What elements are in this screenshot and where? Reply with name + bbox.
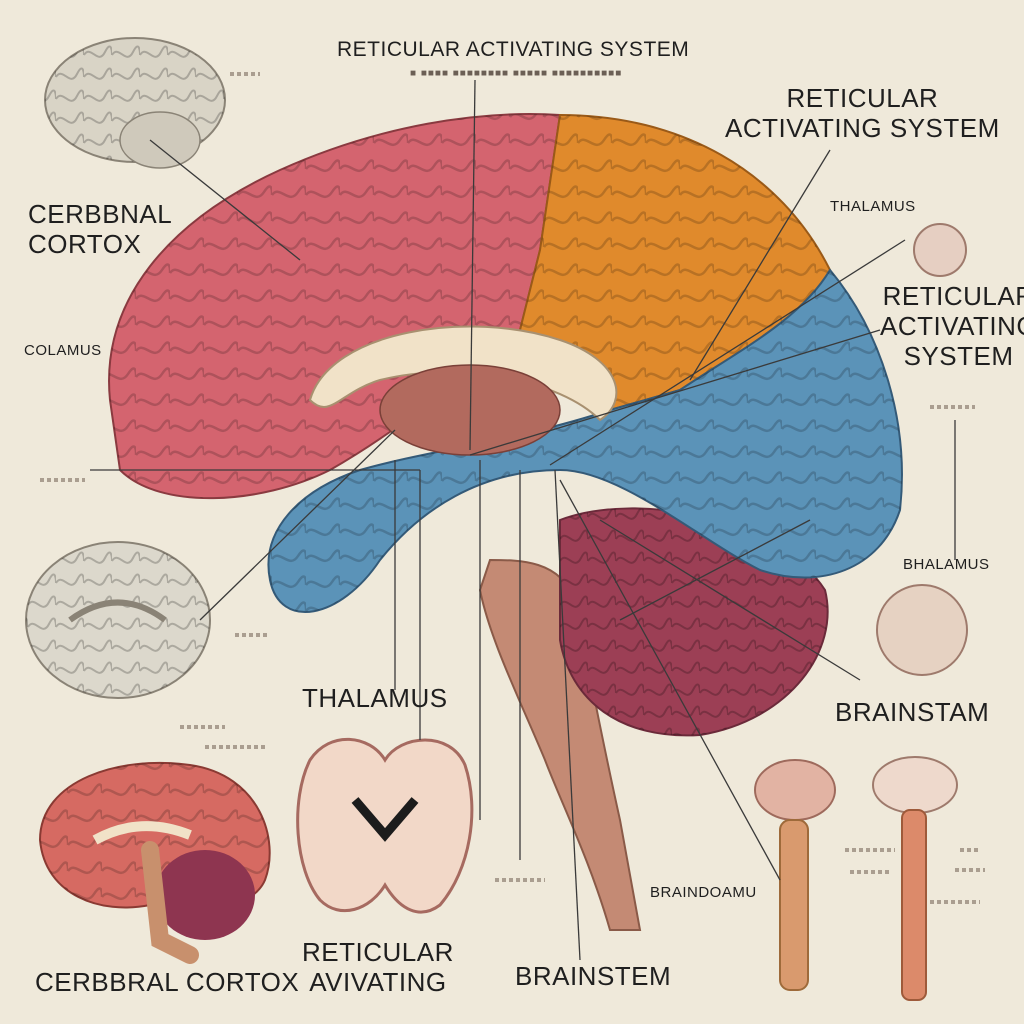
decorative-text-bar bbox=[955, 868, 985, 872]
label-thalamus-bottom: THALAMUS bbox=[302, 683, 448, 713]
decorative-text-bar bbox=[40, 478, 85, 482]
decorative-text-bar bbox=[495, 878, 545, 882]
decorative-text-bar bbox=[930, 900, 980, 904]
label-cerebral-cortex-bottom: CERBBRAL CORTOX bbox=[35, 967, 300, 997]
label-brainstem-small: BRAINDOAMU bbox=[650, 884, 757, 901]
decorative-text-bar bbox=[230, 72, 260, 76]
label-thalamus-right: THALAMUS bbox=[830, 198, 916, 215]
decorative-text-bar bbox=[850, 870, 890, 874]
decorative-text-bar bbox=[235, 633, 270, 637]
thumbnail-brain-mid-left bbox=[25, 541, 211, 699]
decorative-text-bar bbox=[205, 745, 265, 749]
main-brain bbox=[108, 113, 903, 931]
decorative-text-bar bbox=[960, 848, 980, 852]
decorative-text-bar bbox=[930, 405, 975, 409]
label-ras-right-1: RETICULAR ACTIVATING SYSTEM bbox=[725, 83, 1000, 143]
thumbnail-spinal-cord-right bbox=[872, 756, 958, 1001]
thumbnail-brain-bottom-left bbox=[38, 761, 271, 964]
label-top-subtitle: ■ ■■■■ ■■■■■■■■ ■■■■■ ■■■■■■■■■■ bbox=[410, 68, 623, 79]
leader-lines bbox=[90, 79, 956, 961]
label-ras-right-2: RETICULAR ACTIVATING SYSTEM bbox=[880, 281, 1024, 371]
label-ras-bottom: RETICULAR AVIVATING bbox=[302, 937, 454, 997]
label-brainstam-right: BRAINSTAM bbox=[835, 697, 990, 727]
decorative-text-bar bbox=[180, 725, 225, 729]
label-brainstem-bottom: BRAINSTEM bbox=[515, 961, 672, 991]
thumbnail-thalamus bbox=[913, 223, 967, 277]
corpus-callosum bbox=[308, 325, 618, 422]
thumbnail-brain-top-left bbox=[44, 37, 226, 169]
thumbnail-coronal-slice bbox=[296, 737, 474, 914]
label-bhalamus-right: BHALAMUS bbox=[903, 556, 990, 573]
label-colamus-left: COLAMUS bbox=[24, 342, 102, 359]
label-cerebral-cortex-left: CERBBNAL CORTOX bbox=[28, 199, 173, 259]
label-top-title: RETICULAR ACTIVATING SYSTEM bbox=[337, 38, 690, 61]
thumbnail-bhalamus bbox=[876, 584, 968, 676]
thumbnail-spinal-cord-left bbox=[754, 759, 836, 991]
decorative-text-bar bbox=[845, 848, 895, 852]
